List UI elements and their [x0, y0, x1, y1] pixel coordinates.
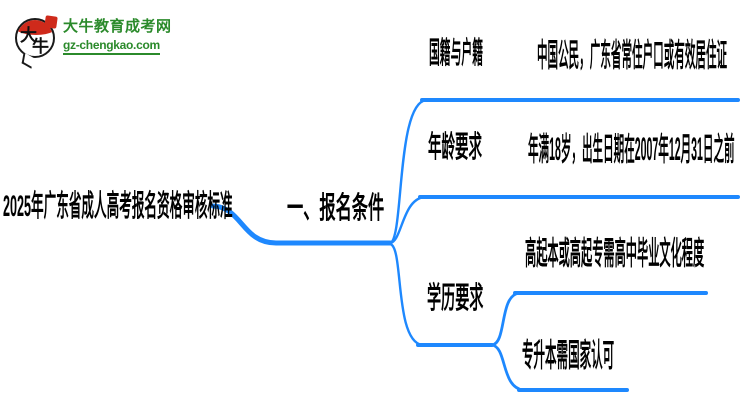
connector-root-branch: [210, 203, 393, 246]
branch-node-conditions: 一、报名条件: [287, 192, 385, 225]
topic-age-detail: 年满18岁，出生日期在2007年12月31日之前: [528, 131, 735, 167]
topic-age-label: 年龄要求: [428, 131, 482, 164]
topic-education-detail-1: 高起本或高起专需高中毕业文化程度: [525, 235, 705, 271]
red-seal-icon: [44, 15, 58, 29]
connector-c3-d2: [490, 343, 525, 392]
topic-education-detail-2: 专升本需国家认可: [522, 337, 615, 373]
topic-nationality-label: 国籍与户籍: [429, 37, 483, 70]
connector-branch-c1: [388, 98, 428, 245]
connector-branch-c2: [388, 195, 426, 245]
logo-red-cap: [17, 20, 53, 35]
brand-name: 大牛教育成考网: [63, 18, 172, 35]
brand-domain: gz-chengkao.com: [63, 38, 160, 55]
topic-nationality-detail: 中国公民，广东省常住户口或有效居住证: [537, 37, 728, 73]
logo-char-top: 大: [20, 26, 37, 45]
connector-branch-c3: [388, 242, 424, 347]
root-node-title: 2025年广东省成人高考报名资格审核标准: [3, 190, 233, 223]
connector-c3-d1: [490, 291, 521, 347]
brand-logo: 大 牛 大牛教育成考网 gz-chengkao.com: [15, 14, 235, 69]
topic-education-label: 学历要求: [427, 282, 484, 315]
logo-char-bottom: 牛: [32, 37, 49, 56]
